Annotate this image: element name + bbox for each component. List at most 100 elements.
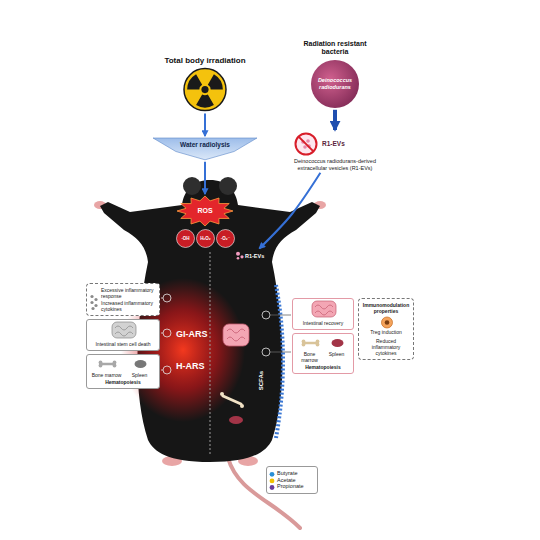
node-text: Increased inflammatory cytokines <box>101 300 156 312</box>
inflammation-box: Excessive inflammatory responseIncreased… <box>86 283 160 316</box>
leader-circle <box>163 294 171 302</box>
intestine-folds <box>315 305 333 315</box>
symbol-disc <box>184 69 226 111</box>
cytokine-dot <box>94 304 97 307</box>
node-text: Spleen <box>123 372 156 378</box>
radical-circle: ·OH <box>176 229 195 248</box>
intestine-folds <box>115 326 133 336</box>
scfa-dot <box>270 478 275 483</box>
node-text: Hematopoiesis <box>90 379 156 385</box>
radical-circle: ·O₂⁻ <box>216 229 235 248</box>
bacteria-image: Radiation resistant bacteriaDeinococcus … <box>292 40 378 108</box>
connector-arrow <box>259 173 320 249</box>
bone-icon <box>304 342 318 345</box>
radical-shape <box>217 230 235 248</box>
recovery-box: Intestinal recovery <box>292 298 354 330</box>
radiation-symbol <box>184 69 226 111</box>
vesicle-dot <box>303 145 307 149</box>
syndrome-label: GI-ARS <box>176 329 208 340</box>
syndrome-label: H-ARS <box>176 361 205 372</box>
trefoil-blade <box>187 74 202 89</box>
scfa-dot <box>270 485 275 490</box>
vesicle-protection-arc <box>276 285 283 438</box>
ros-burst: ROS <box>177 196 233 226</box>
leader-circle <box>163 329 171 337</box>
hematopoiesis-box: Bone marrowSpleenHematopoiesis <box>86 354 160 389</box>
bone-end <box>302 343 306 347</box>
mouse-ear <box>183 177 201 195</box>
node-text: Acetate <box>277 477 314 484</box>
bone-end <box>240 404 244 408</box>
metabolite-label: SCFAs <box>258 371 265 390</box>
bone-end <box>316 343 320 347</box>
prohibition-slash <box>299 137 314 152</box>
burst-shape <box>177 196 233 226</box>
hematopoiesis-box: Bone marrowSpleenHematopoiesis <box>292 333 354 374</box>
bone-end <box>99 364 103 368</box>
leader-line <box>270 352 291 353</box>
radiolysis-band: Water radiolysis <box>153 138 257 160</box>
intestine-icon <box>112 322 136 338</box>
leader-line <box>161 298 163 299</box>
spleen-icon <box>229 416 243 424</box>
intestine-folds <box>227 329 245 341</box>
intestine-shape <box>223 324 249 346</box>
vesicle-dot <box>237 257 240 260</box>
node-text: Immunomodulation properties <box>362 302 410 314</box>
node-shape <box>293 299 355 331</box>
node-text: Water radiolysis <box>157 141 253 149</box>
prohibition-circle <box>296 134 317 155</box>
scfa-dot <box>270 472 275 477</box>
node-text: ·OH <box>181 236 189 241</box>
node-text: Bone marrow <box>90 372 123 378</box>
cytokine-dot <box>90 295 93 298</box>
vesicle-dot <box>306 139 310 143</box>
node-text: Intestinal recovery <box>296 320 350 326</box>
trefoil-center <box>201 86 208 93</box>
radical-shape <box>177 230 195 248</box>
node-shape <box>87 320 161 352</box>
node-text: Total body irradiation <box>163 56 247 66</box>
cytokine-dot <box>90 301 93 304</box>
leader-line <box>161 333 163 334</box>
node-text: Propionate <box>277 483 314 490</box>
cytokine-dot <box>94 298 97 301</box>
node-text: Hematopoiesis <box>296 364 350 370</box>
node-text: Reduced inflammatory cytokines <box>362 338 410 356</box>
divider-line <box>210 252 211 455</box>
radical-circle: H₂O₂ <box>196 229 215 248</box>
irradiation-symbol: Total body irradiation <box>163 56 247 112</box>
leader-circle <box>163 366 171 374</box>
leader-circle <box>262 311 270 319</box>
node-text: ·O₂⁻ <box>221 236 230 241</box>
stem-cell-box: Intestinal stem cell death <box>86 319 160 351</box>
node-text: R1-EVs <box>322 132 376 156</box>
node-text: R1-EVs <box>245 253 272 260</box>
vesicle-label: R1-EVs <box>234 250 272 261</box>
node-text: Butyrate <box>277 470 314 477</box>
connector-arrow <box>333 110 337 130</box>
intestine-icon <box>312 301 336 317</box>
leader-circle <box>262 348 270 356</box>
node-text: ROS <box>197 207 212 215</box>
node-text: Spleen <box>323 351 350 363</box>
bone-end <box>113 364 117 368</box>
node-text: Excessive inflammatory response <box>101 287 156 299</box>
node-text: Bone marrow <box>296 351 323 363</box>
node-text: Deinococcus radiodurans <box>311 60 359 108</box>
radiolysis-arrow-shape <box>153 138 257 160</box>
trefoil-blade <box>196 95 214 108</box>
vesicle-callout: R1-EVsDeinococcus radiodurans-derived ex… <box>294 132 376 171</box>
radical-shape <box>197 230 215 248</box>
leader-line <box>161 370 163 371</box>
node-text: Intestinal stem cell death <box>90 341 156 347</box>
bone-icon <box>220 392 244 408</box>
bone-end <box>220 392 224 396</box>
mouse-ear <box>219 177 237 195</box>
scfa-box: ButyrateAcetatePropionate <box>266 466 318 494</box>
vesicle-dot <box>236 252 240 256</box>
bone-icon <box>101 363 115 366</box>
trefoil-blade <box>208 74 223 89</box>
